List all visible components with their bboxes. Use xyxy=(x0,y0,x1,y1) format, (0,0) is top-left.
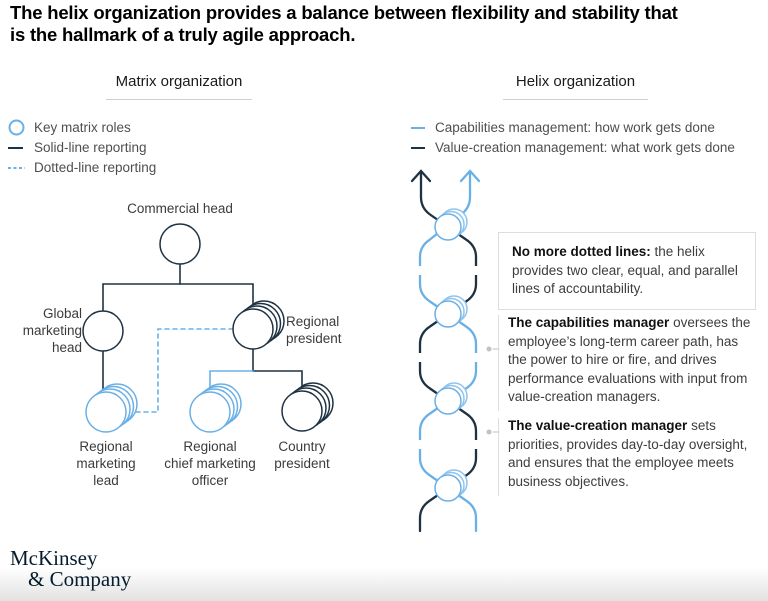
value-creation-line-icon xyxy=(411,146,425,149)
connector-dot xyxy=(486,429,492,435)
helix-node-1 xyxy=(434,208,468,241)
regional-president-circle-stack xyxy=(232,300,285,350)
legend-item-value-creation: Value-creation management: what work get… xyxy=(411,140,735,155)
legend-item-solid-line: Solid-line reporting xyxy=(8,140,156,155)
commercial-head-circle xyxy=(159,223,201,265)
annotation-lead: The value-creation manager xyxy=(508,418,688,433)
helix-node-3 xyxy=(434,382,468,415)
logo-line1: McKinsey xyxy=(10,546,98,570)
matrix-legend: Key matrix roles Solid-line reporting Do… xyxy=(8,119,156,175)
helix-legend: Capabilities management: how work gets d… xyxy=(411,120,735,155)
regional-cmo-circle-stack xyxy=(189,383,242,433)
solid-line-icon xyxy=(8,146,23,149)
exhibit-title: The helix organization provides a balanc… xyxy=(10,2,762,46)
legend-label: Solid-line reporting xyxy=(34,140,147,155)
legend-item-key-matrix-roles: Key matrix roles xyxy=(8,119,156,136)
annotation-rule xyxy=(498,418,499,496)
country-president-circle-stack xyxy=(281,382,334,432)
key-matrix-roles-circle-icon xyxy=(8,119,25,136)
bottom-gradient xyxy=(0,567,768,601)
helix-node-circles xyxy=(434,208,468,502)
mckinsey-logo: McKinsey & Company xyxy=(10,548,131,590)
value-creation-arrow-icon xyxy=(410,169,432,183)
global-marketing-head-circle xyxy=(82,310,124,352)
annotation-rule xyxy=(498,315,499,411)
dotted-reporting-line xyxy=(133,328,234,413)
annotation-capabilities-manager: The capabilities manager oversees the em… xyxy=(508,314,760,407)
label-global-marketing-head: Global marketing head xyxy=(22,306,82,355)
annotation-lead: No more dotted lines: xyxy=(512,244,651,259)
capabilities-arrow-icon xyxy=(459,169,481,183)
label-regional-president: Regional president xyxy=(286,314,342,346)
capabilities-strand xyxy=(418,171,478,533)
capabilities-line-icon xyxy=(411,126,425,129)
solid-blue-reporting-lines xyxy=(209,370,254,393)
regional-marketing-lead-circle-stack xyxy=(85,383,138,433)
annotation-body: the helix provides two clear, equal, and… xyxy=(512,244,738,296)
label-country-president: Country president xyxy=(274,439,330,471)
legend-item-capabilities: Capabilities management: how work gets d… xyxy=(411,120,735,135)
exhibit-title-line2: is the hallmark of a truly agile approac… xyxy=(10,24,356,45)
label-commercial-head: Commercial head xyxy=(127,201,233,216)
legend-item-dotted-line: Dotted-line reporting xyxy=(8,160,156,175)
logo-line2: & Company xyxy=(28,567,132,591)
legend-label: Value-creation management: what work get… xyxy=(435,140,735,155)
legend-label: Key matrix roles xyxy=(34,120,131,135)
legend-label: Dotted-line reporting xyxy=(34,160,157,175)
legend-label: Capabilities management: how work gets d… xyxy=(435,120,715,135)
annotation-body: oversees the employee’s long-term career… xyxy=(508,315,751,404)
annotation-value-creation-manager: The value-creation manager sets prioriti… xyxy=(508,417,760,491)
annotation-body: sets priorities, provides day-to-day ove… xyxy=(508,418,748,489)
label-regional-marketing-lead: Regional marketing lead xyxy=(76,439,136,488)
annotation-lead: The capabilities manager xyxy=(508,315,670,330)
connector-dot xyxy=(486,346,492,352)
exhibit-title-line1: The helix organization provides a balanc… xyxy=(10,2,678,23)
helix-node-2 xyxy=(434,295,468,328)
solid-reporting-lines xyxy=(102,263,303,393)
label-regional-cmo: Regional chief marketing officer xyxy=(164,439,256,488)
helix-node-4 xyxy=(434,469,468,502)
helix-section-header: Helix organization xyxy=(503,73,648,100)
annotation-no-dotted-lines: No more dotted lines: the helix provides… xyxy=(498,232,756,310)
strand-gaps xyxy=(416,266,480,449)
dotted-line-icon xyxy=(8,166,25,169)
helix-diagram xyxy=(410,169,500,533)
value-creation-strand xyxy=(418,171,478,533)
matrix-section-header: Matrix organization xyxy=(106,73,252,100)
key-matrix-role-circles-blue xyxy=(85,383,242,433)
